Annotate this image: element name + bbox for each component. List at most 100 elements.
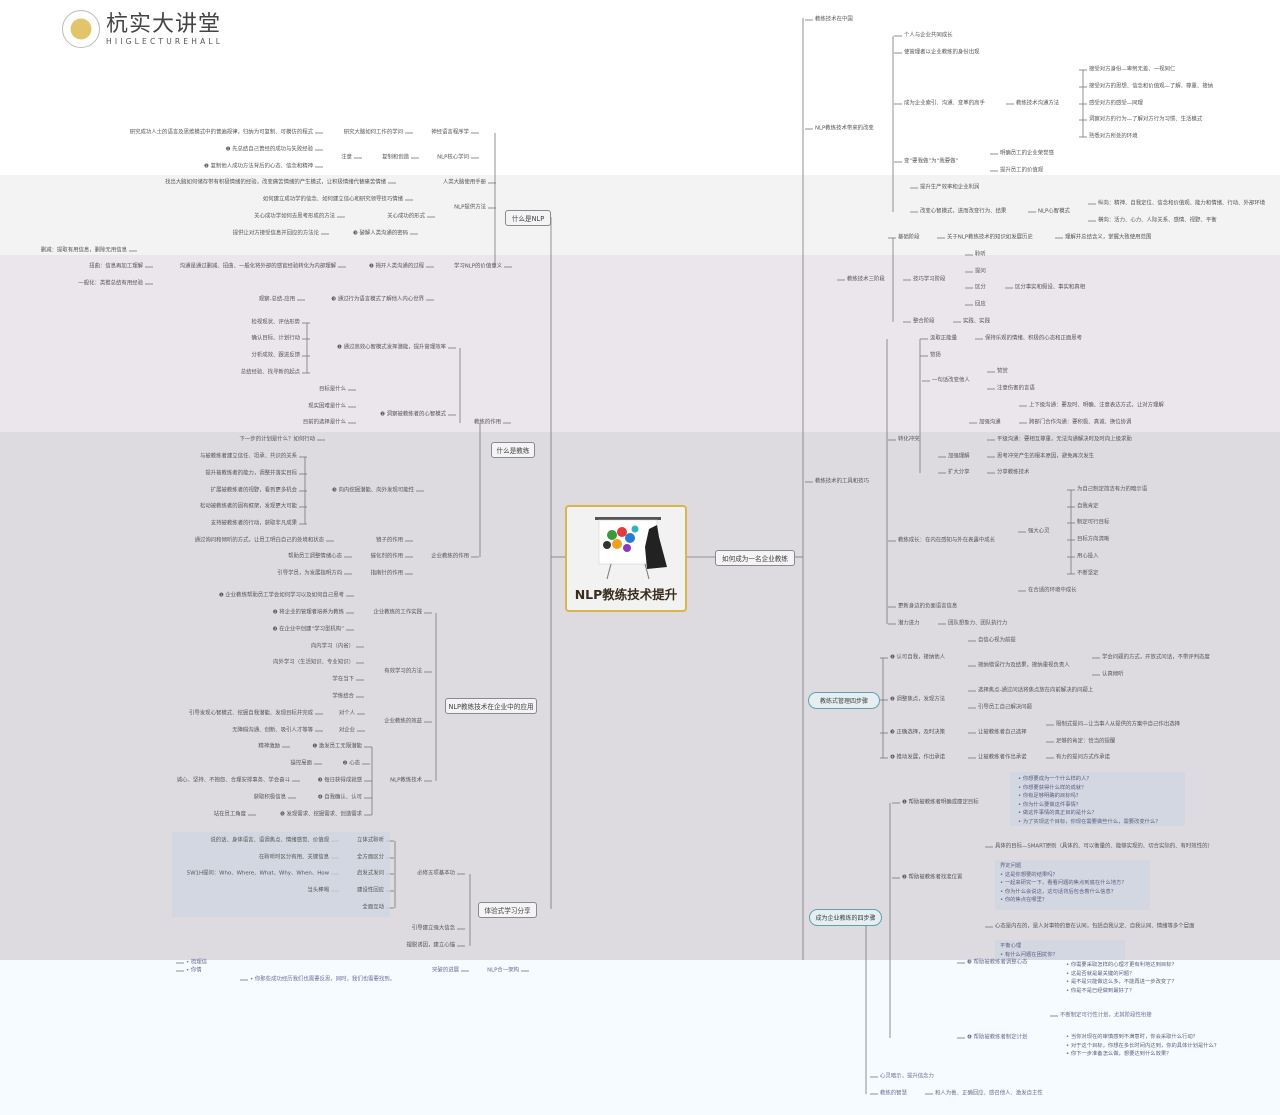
topic-node[interactable]: 选择焦点-通过问话将焦点放在向前解决的问题上 <box>978 687 1094 694</box>
topic-node[interactable]: 关心成功学如何去思考形成的方法 <box>254 213 335 220</box>
topic-node[interactable]: 让被教练者自己选择 <box>978 729 1027 736</box>
topic-node[interactable]: 复制和创造 <box>382 154 409 161</box>
topic-node[interactable]: 企业教练的作用 <box>431 553 469 560</box>
topic-node[interactable]: 上下级沟通：要及时、明确、注意表达方式，让对方理解 <box>1029 402 1164 409</box>
branch-nlp-in-enterprise[interactable]: NLP教练技术在企业中的应用 <box>445 698 537 714</box>
topic-node[interactable]: 团队想象力、团队执行力 <box>948 620 1008 627</box>
topic-node[interactable]: 突破的进展 <box>432 967 459 974</box>
topic-node[interactable]: 不断坚定 <box>1077 570 1099 577</box>
topic-node[interactable]: 教练的智慧 <box>880 1090 907 1097</box>
topic-node[interactable]: 指南针的作用 <box>370 570 403 577</box>
topic-node[interactable]: 向外学习（生活知识、专业知识） <box>273 659 354 666</box>
topic-node[interactable]: 加强沟通 <box>979 419 1001 426</box>
topic-node[interactable]: 有力的提问方式作承诺 <box>1056 754 1110 761</box>
topic-node[interactable]: 平级沟通：要相互尊重，无法沟通解决时及时向上级求助 <box>997 436 1132 443</box>
topic-node[interactable]: 全面互动 <box>362 904 384 911</box>
topic-node[interactable]: 横向：活力、心力、人际关系、感情、视野、平衡 <box>1098 217 1217 224</box>
topic-node[interactable]: 自信心视为前提 <box>978 637 1016 644</box>
topic-node[interactable]: 和人为善、正确回应、感召他人、激发自主性 <box>935 1090 1043 1097</box>
topic-node[interactable]: ❹ 推动发展，作出承诺 <box>890 754 946 761</box>
central-topic[interactable]: NLP教练技术提升 <box>565 505 687 612</box>
topic-node[interactable]: 赞赏 <box>997 368 1008 375</box>
topic-node[interactable]: 下一步的计划是什么？如何行动 <box>239 436 315 443</box>
topic-node[interactable]: 个人与企业共同成长 <box>904 32 953 39</box>
topic-node[interactable]: 提升被教练者的能力，调整并落实目标 <box>205 470 297 477</box>
topic-node[interactable]: ❶ 帮助被教练者明确或厘定目标 <box>902 799 979 806</box>
topic-node[interactable]: 注意 <box>341 154 352 161</box>
topic-node[interactable]: 必修五项基本功 <box>417 870 455 877</box>
topic-node[interactable]: 支持被教练者的行动，获取非凡成果 <box>210 520 297 527</box>
topic-node[interactable]: 向内学习（内省） <box>310 643 354 650</box>
topic-node[interactable]: 摆脱诱因，建立心锚 <box>406 942 455 949</box>
branch-experiential-learning[interactable]: 体验式学习分享 <box>478 902 537 918</box>
topic-node[interactable]: ❸ 破解人类沟通的密码 <box>352 230 408 237</box>
topic-node[interactable]: 提问 <box>975 268 986 275</box>
topic-node[interactable]: • 梳理信 <box>186 959 208 966</box>
topic-node[interactable]: 教练的作用 <box>474 419 501 426</box>
topic-node[interactable]: 区分 <box>975 284 986 291</box>
topic-node[interactable]: 研究成功人士的语言及思维模式中的普遍规律，归纳为可复制、可模仿的程式 <box>129 129 313 136</box>
topic-node[interactable]: • 你那些成功经历我们也需要反思，同时，我们也需要找到。 <box>250 976 396 983</box>
topic-node[interactable]: 企业教练的工作实践 <box>373 609 422 616</box>
topic-node[interactable]: 保持乐观的情绪、积极的心态和正面思考 <box>985 335 1083 342</box>
topic-node[interactable]: 确认目标、计划行动 <box>251 335 300 342</box>
topic-node[interactable]: 强大心灵 <box>1028 528 1050 535</box>
topic-node[interactable]: ❶ 激发员工无限潜能 <box>312 743 362 750</box>
topic-node[interactable]: 明确员工的企业荣誉感 <box>1000 150 1054 157</box>
topic-node[interactable]: ❷ 心态 <box>342 760 360 767</box>
topic-node[interactable]: ❷ 帮助被教练者找准位置 <box>902 874 963 881</box>
topic-node[interactable]: 汲取正能量 <box>930 335 957 342</box>
topic-node[interactable]: ❶ 认可自我，接纳他人 <box>890 654 946 661</box>
topic-node[interactable]: 站在员工角度 <box>213 811 246 818</box>
topic-node[interactable]: 检视现状、评估形势 <box>251 319 300 326</box>
topic-node[interactable]: 帮助员工调整情绪心态 <box>288 553 342 560</box>
topic-node[interactable]: 镜子的作用 <box>376 537 403 544</box>
topic-node[interactable]: 转化冲突 <box>898 436 920 443</box>
topic-node[interactable]: 沟通是通过删减、扭曲、一般化将外部的感官经验转化为内部理解 <box>179 263 336 270</box>
topic-node[interactable]: 启发式发问 <box>357 870 384 877</box>
topic-node[interactable]: 松动被教练者的固有框架，发现更大可能 <box>199 503 297 510</box>
topic-node[interactable]: 接受对方的思想、信念和价值观—了解、尊重、接纳 <box>1089 83 1213 90</box>
topic-node[interactable]: 学会问题的方式，开放式问话，不带评判态度 <box>1102 654 1210 661</box>
topic-node[interactable]: ❸ 向内挖掘潜能、向外发现可能性 <box>331 487 414 494</box>
topic-node[interactable]: 说的话、身体语言、语调焦点、情绪感觉、价值观 <box>210 837 329 844</box>
topic-node[interactable]: 聆听 <box>975 251 986 258</box>
topic-node[interactable]: ❷ 洞察被教练者的心智模式 <box>380 411 446 418</box>
topic-node[interactable]: 扩展被教练者的视野，看到更多机会 <box>210 487 297 494</box>
topic-node[interactable]: 实践、实践 <box>963 318 990 325</box>
topic-node[interactable]: 纵向：精神、自我定位、信念和价值观、能力和情绪、行动、外部环境 <box>1098 200 1266 207</box>
topic-node[interactable]: 总结经验、找寻新的起点 <box>240 369 300 376</box>
topic-node[interactable]: 获取积极信息 <box>253 794 286 801</box>
topic-node[interactable]: 教练技术的工具和技巧 <box>815 478 869 485</box>
topic-node[interactable]: 一般化：类推总结有用经验 <box>78 280 143 287</box>
topic-node[interactable]: 关于NLP教练技术的知识如发展历史 <box>947 234 1033 241</box>
topic-node[interactable]: 全方面区分 <box>357 854 384 861</box>
topic-node[interactable]: 引导建立强大信念 <box>411 925 455 932</box>
topic-node[interactable]: ❷ 复制他人成功方法背后的心态、信念和精神 <box>204 163 313 170</box>
topic-node[interactable]: 限制式提问—让当事人从提供的方案中自己作出选择 <box>1056 721 1180 728</box>
topic-node[interactable]: 提升员工的价值观 <box>1000 167 1044 174</box>
topic-node[interactable]: 赞扬 <box>930 352 941 359</box>
topic-node[interactable]: NLP心智模式 <box>1038 208 1070 215</box>
topic-node[interactable]: 提升生产效率和企业利润 <box>920 184 980 191</box>
topic-node[interactable]: 在合适的环境中成长 <box>1028 587 1077 594</box>
topic-node[interactable]: 基础阶段 <box>898 234 920 241</box>
topic-node[interactable]: 扭曲：信息再加工理解 <box>89 263 143 270</box>
topic-node[interactable]: 删减：提取有用信息，删除无用信息 <box>40 247 127 254</box>
branch-what-is-coaching[interactable]: 什么是教练 <box>491 442 535 458</box>
topic-node[interactable]: 精神激励 <box>258 743 280 750</box>
branch-become-enterprise-coach[interactable]: 如何成为一名企业教练 <box>715 550 795 566</box>
topic-node[interactable]: 5W1H提问：Who、Where、What、Why、When、How <box>186 870 329 877</box>
topic-node[interactable]: 与被教练者建立信任、坦承、共识的关系 <box>199 453 297 460</box>
topic-node[interactable]: NLP教练技术 <box>390 777 422 784</box>
topic-node[interactable]: 变“要我做”为“我要做” <box>904 158 959 165</box>
topic-node[interactable]: 现实困难是什么 <box>308 403 346 410</box>
topic-node[interactable]: 提供让对方接受信息并回应的方法论 <box>232 230 319 237</box>
topic-node[interactable]: 心态是内在的，是人对事物的意在认同，包括自我认定、自我认同、情绪等多个层面 <box>995 923 1195 930</box>
topic-node[interactable]: 引导发现心智模式、挖掘自我潜能、发现目标并完成 <box>189 710 313 717</box>
topic-node[interactable]: 加强理解 <box>948 453 970 460</box>
topic-node[interactable]: 足够的肯定：恰当的提醒 <box>1056 738 1116 745</box>
topic-node[interactable]: 制定可行目标 <box>1077 519 1110 526</box>
topic-node[interactable]: 有效学习的方法 <box>384 668 422 675</box>
topic-node[interactable]: 潜力进力 <box>898 620 920 627</box>
